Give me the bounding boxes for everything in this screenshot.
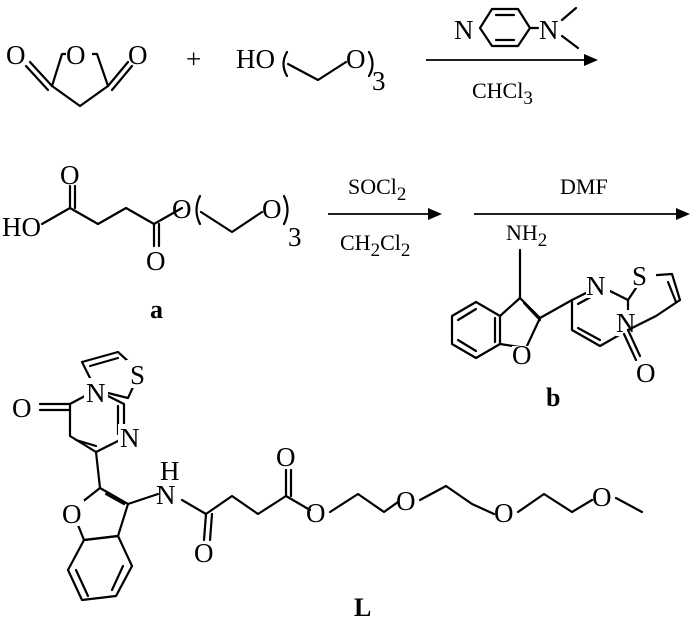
plus-sign: + xyxy=(186,44,201,74)
acid-hydroxyl: HO xyxy=(2,212,41,242)
label-l: L xyxy=(354,593,371,622)
solvent-dmf: DMF xyxy=(560,174,608,199)
peg-repeat-count: 3 xyxy=(372,66,386,96)
l-thiazole-sulfur: S xyxy=(130,360,145,390)
succinic-anhydride: O O O xyxy=(6,40,148,108)
l-amide-carbonyl-oxygen: O xyxy=(194,538,214,568)
compound-b: O NH2 N N O S xyxy=(450,220,682,388)
b-thiazole-sulfur: S xyxy=(632,261,647,291)
l-bridgehead-nitrogen: N xyxy=(86,378,106,408)
reaction-arrow-2 xyxy=(328,208,442,220)
l-ester-carbonyl-oxygen: O xyxy=(276,442,296,472)
peg-hydroxyl: HO xyxy=(236,44,275,74)
svg-text:CHCl3: CHCl3 xyxy=(472,78,533,109)
b-furan-oxygen: O xyxy=(512,340,532,370)
l-peg-oxygen-3: O xyxy=(592,482,612,512)
l-ester-oxygen: O xyxy=(306,498,326,528)
b-carbonyl-oxygen: O xyxy=(636,358,656,388)
reaction-arrow-3 xyxy=(474,208,690,220)
svg-text:SOCl2: SOCl2 xyxy=(348,174,406,205)
svg-text:NH2: NH2 xyxy=(506,220,547,251)
label-a: a xyxy=(150,295,163,324)
b-bridgehead-nitrogen: N xyxy=(616,308,636,338)
l-peg-oxygen-1: O xyxy=(396,486,416,516)
svg-text:CH2Cl2: CH2Cl2 xyxy=(340,230,410,261)
l-amide-nitrogen: N xyxy=(156,480,176,510)
b-pyrimidine-nitrogen: N xyxy=(586,271,606,301)
dmap-amine-nitrogen: N xyxy=(539,15,559,45)
peg-alcohol: HO O 3 xyxy=(236,44,386,96)
l-amide-hydrogen: H xyxy=(160,456,180,486)
dmap-ring-nitrogen: N xyxy=(454,15,474,45)
anhydride-ring-oxygen: O xyxy=(66,40,86,70)
solvent-ch2cl2: CH2Cl2 xyxy=(340,230,410,261)
l-peg-oxygen-2: O xyxy=(494,498,514,528)
acid-carbonyl-oxygen: O xyxy=(60,160,80,190)
a-peg-repeat-count: 3 xyxy=(288,222,302,252)
l-pyrimidine-nitrogen: N xyxy=(120,423,140,453)
compound-a: HO O O O O 3 xyxy=(2,160,302,276)
a-peg-ether-oxygen: O xyxy=(262,194,282,224)
solvent-chcl3: CHCl3 xyxy=(472,78,533,109)
ester-oxygen: O xyxy=(172,194,192,224)
dmap-catalyst: N N xyxy=(454,6,580,50)
peg-ether-oxygen: O xyxy=(346,44,366,74)
label-b: b xyxy=(546,383,560,412)
l-furan-oxygen: O xyxy=(62,499,82,529)
product-l: S N N O O N H O O O xyxy=(12,350,644,602)
anhydride-carbonyl-oxygen-right: O xyxy=(128,40,148,70)
reagent-socl2: SOCl2 xyxy=(348,174,406,205)
ester-carbonyl-oxygen: O xyxy=(146,246,166,276)
l-carbonyl-oxygen: O xyxy=(12,393,32,423)
reaction-arrow-1 xyxy=(426,54,598,66)
anhydride-carbonyl-oxygen-left: O xyxy=(6,40,26,70)
